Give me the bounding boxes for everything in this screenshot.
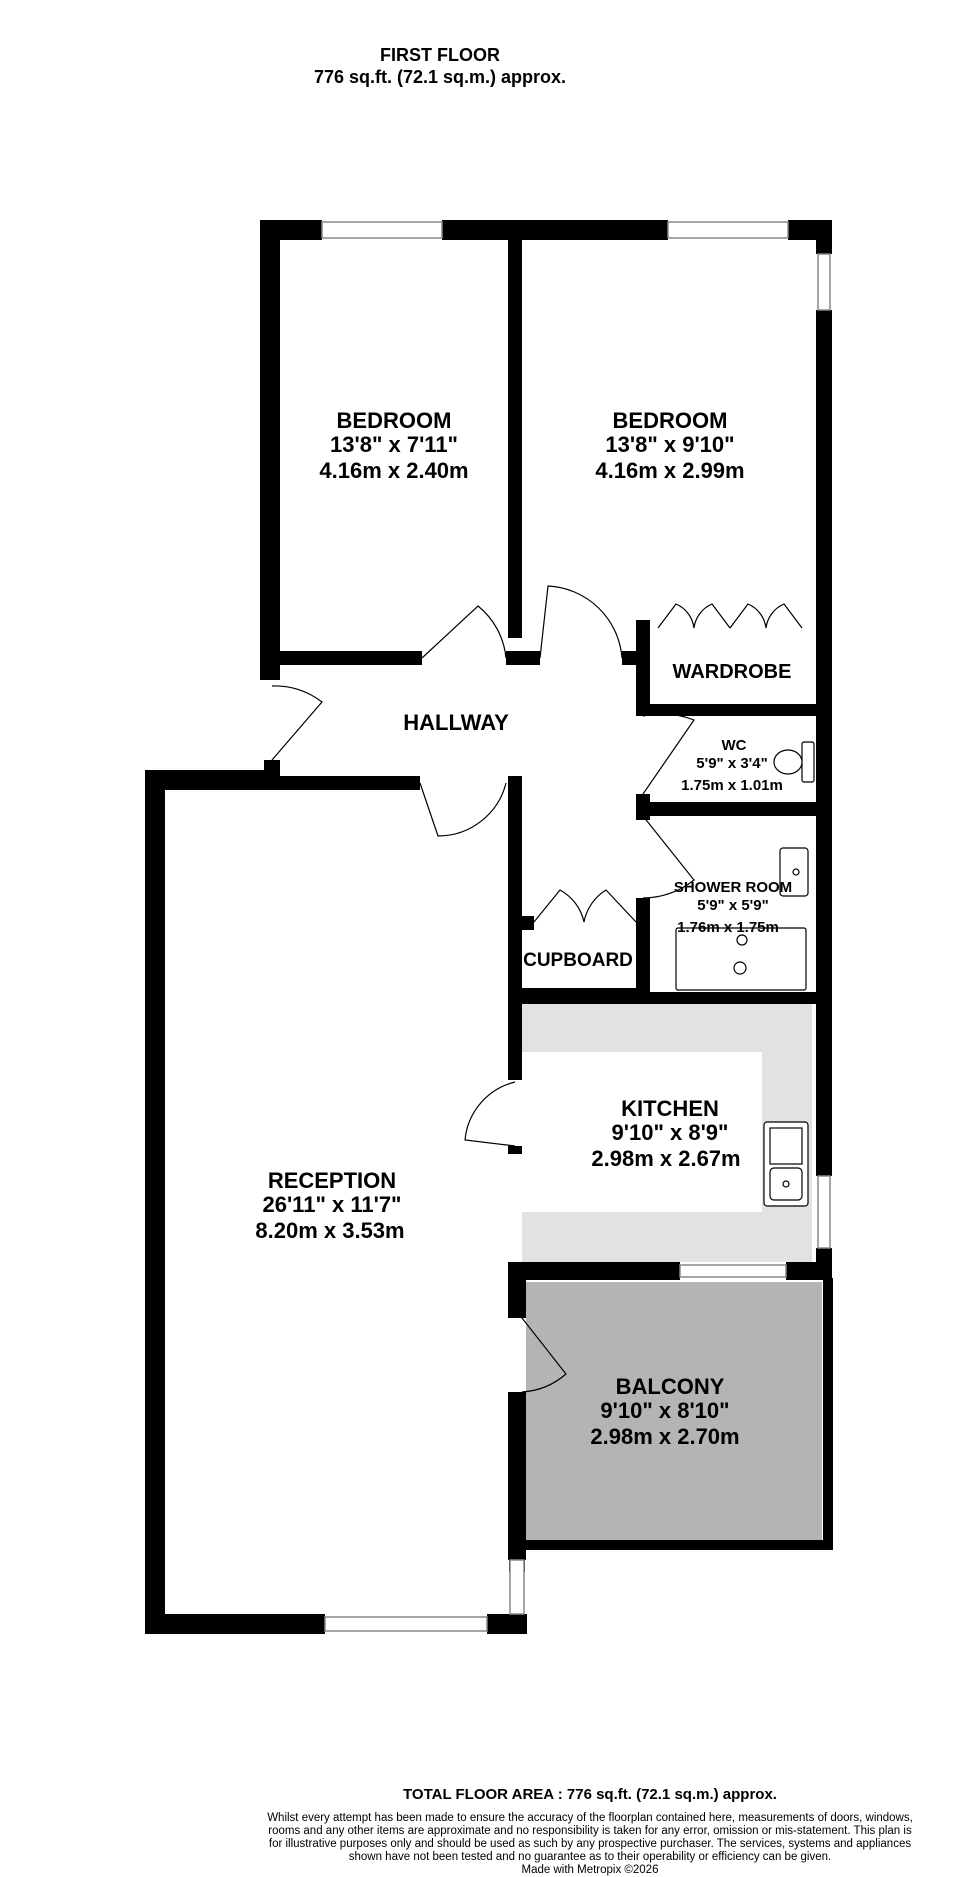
balcony-window — [679, 1264, 787, 1278]
wc-name: WC — [722, 737, 747, 754]
kitchen-door — [464, 1081, 516, 1147]
entrance-door — [271, 685, 323, 761]
bedroom2-door — [539, 585, 623, 659]
balcony-name: BALCONY — [616, 1374, 725, 1399]
basin-tap — [792, 868, 800, 876]
footer: TOTAL FLOOR AREA : 776 sq.ft. (72.1 sq.m… — [260, 1786, 920, 1877]
bedroom2-imperial: 13'8" x 9'10" — [605, 432, 734, 457]
bedroom1-window — [321, 221, 443, 239]
room-labels: BEDROOM 13'8" x 7'11" 4.16m x 2.40m BEDR… — [255, 408, 792, 1449]
shower-tray — [675, 927, 807, 991]
shower-head — [736, 934, 748, 946]
reception-name: RECEPTION — [268, 1168, 396, 1193]
bedroom1-imperial: 13'8" x 7'11" — [330, 432, 458, 457]
wc-toilet-bowl — [773, 749, 803, 775]
floor-plan: BEDROOM 13'8" x 7'11" 4.16m x 2.40m BEDR… — [145, 220, 833, 1634]
bedroom2-window — [667, 221, 789, 239]
doors — [271, 585, 803, 1393]
sink-bowl — [769, 1167, 803, 1201]
sink-tap — [782, 1180, 790, 1188]
reception-window — [324, 1616, 488, 1632]
kitchen-imperial: 9'10" x 8'9" — [612, 1120, 729, 1145]
floor-name: FIRST FLOOR — [380, 45, 500, 65]
balcony-imperial: 9'10" x 8'10" — [600, 1398, 729, 1423]
balcony-metric: 2.98m x 2.70m — [590, 1424, 739, 1449]
bedroom1-name: BEDROOM — [337, 408, 452, 433]
cupboard-door — [533, 889, 637, 923]
bedroom2-metric: 4.16m x 2.99m — [595, 458, 744, 483]
floor-area: 776 sq.ft. (72.1 sq.m.) approx. — [313, 67, 567, 87]
walls — [145, 220, 833, 1634]
reception-imperial: 26'11" x 11'7" — [262, 1192, 401, 1217]
metropix-credit: Made with Metropix ©2026 — [521, 1864, 659, 1876]
kitchen-floor — [522, 1052, 762, 1212]
fixtures — [675, 741, 815, 1207]
shower-room-name: SHOWER ROOM — [674, 879, 792, 896]
bedroom2-name: BEDROOM — [613, 408, 728, 433]
wc-metric: 1.75m x 1.01m — [681, 777, 783, 794]
kitchen-window — [817, 1175, 831, 1249]
balcony-fill — [526, 1282, 822, 1542]
cupboard-name: CUPBOARD — [523, 950, 633, 971]
shower-drain — [733, 961, 747, 975]
wc-door — [642, 713, 695, 795]
windows — [321, 221, 831, 1632]
wc-cistern — [801, 741, 815, 783]
bedroom2-side-window — [817, 253, 831, 311]
total-floor-area: TOTAL FLOOR AREA : 776 sq.ft. (72.1 sq.m… — [403, 1786, 777, 1803]
kitchen-name: KITCHEN — [621, 1096, 719, 1121]
balcony-door — [521, 1317, 567, 1393]
hallway-name: HALLWAY — [403, 710, 509, 735]
wc-imperial: 5'9" x 3'4" — [696, 755, 767, 772]
disclaimer: Whilst every attempt has been made to en… — [267, 1812, 913, 1863]
wardrobe-doors — [657, 603, 803, 629]
shower-room-metric: 1.76m x 1.75m — [677, 919, 779, 936]
reception-side-window — [509, 1559, 525, 1615]
bedroom1-metric: 4.16m x 2.40m — [319, 458, 468, 483]
bedroom1-door — [421, 605, 507, 659]
reception-door — [419, 782, 507, 837]
wardrobe-name: WARDROBE — [673, 661, 792, 683]
shower-door — [642, 815, 695, 899]
sink-drainer — [769, 1127, 803, 1165]
reception-metric: 8.20m x 3.53m — [255, 1218, 404, 1243]
floor-header: FIRST FLOOR 776 sq.ft. (72.1 sq.m.) appr… — [230, 44, 650, 88]
shower-room-imperial: 5'9" x 5'9" — [697, 897, 768, 914]
kitchen-metric: 2.98m x 2.67m — [591, 1146, 740, 1171]
